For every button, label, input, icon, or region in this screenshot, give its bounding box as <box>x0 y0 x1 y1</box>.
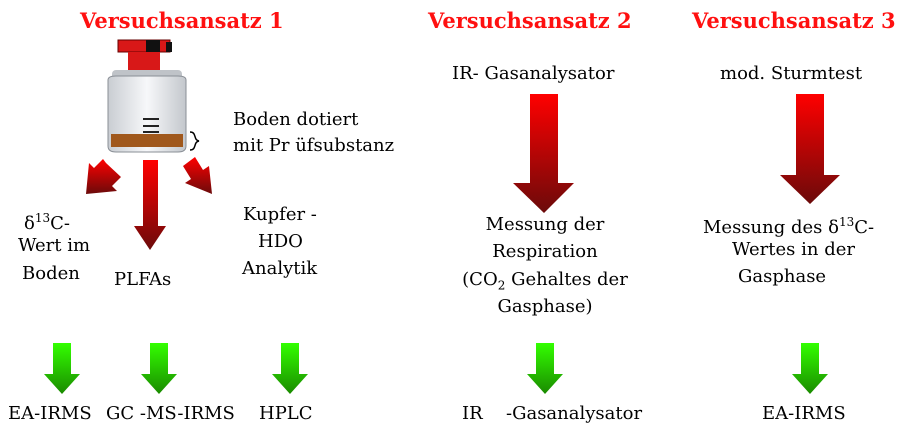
arrow-down-center <box>134 160 166 250</box>
boden-label: Boden <box>22 263 80 284</box>
arrow-right-diagonal <box>183 157 212 194</box>
wert-im-label: Wert im <box>18 235 91 256</box>
method-gc-ms-irms: GC -MS-IRMS <box>106 403 235 424</box>
approach2-measure-line4: Gasphase) <box>497 296 593 317</box>
method-gasanalysator: -Gasanalysator <box>506 403 643 424</box>
approach3-measure-line3: Gasphase <box>738 266 827 287</box>
method-ea-irms-3: EA-IRMS <box>762 403 846 424</box>
green-arrow-4 <box>527 343 563 394</box>
analytik-label: Analytik <box>242 258 318 279</box>
hdo-label: HDO <box>258 231 303 252</box>
plfas-label: PLFAs <box>114 269 172 290</box>
arrow-left-diagonal <box>86 159 121 194</box>
approach2-device: IR- Gasanalysator <box>452 63 615 84</box>
big-arrow-2 <box>513 94 574 213</box>
method-hplc: HPLC <box>259 403 313 424</box>
bottle-icon <box>107 39 200 153</box>
approach3-measure-line1: Messung des δ13C- <box>703 215 875 238</box>
big-arrow-3 <box>780 94 840 204</box>
soil-label-line1: Boden dotiert <box>233 109 359 130</box>
delta-13c-label: δ13C- <box>24 211 70 234</box>
method-ir: IR <box>462 403 483 424</box>
green-arrow-1 <box>44 343 80 394</box>
green-arrow-2 <box>141 343 177 394</box>
approach3-device: mod. Sturmtest <box>720 63 863 84</box>
approach1-title: Versuchsansatz 1 <box>80 8 284 33</box>
soil-label-line2: mit Pr üfsubstanz <box>233 135 395 156</box>
method-ea-irms-1: EA-IRMS <box>8 403 92 424</box>
green-arrow-3 <box>272 343 308 394</box>
kupfer-label: Kupfer - <box>243 204 317 225</box>
approach2-measure-line1: Messung der <box>485 214 605 235</box>
approach2-measure-line2: Respiration <box>492 241 598 262</box>
green-arrow-5 <box>792 343 828 394</box>
approach2-measure-line3: (CO2 Gehaltes der <box>462 269 628 293</box>
approach3-title: Versuchsansatz 3 <box>692 8 896 33</box>
approach3-measure-line2: Wertes in der <box>732 239 855 260</box>
approach2-title: Versuchsansatz 2 <box>428 8 632 33</box>
